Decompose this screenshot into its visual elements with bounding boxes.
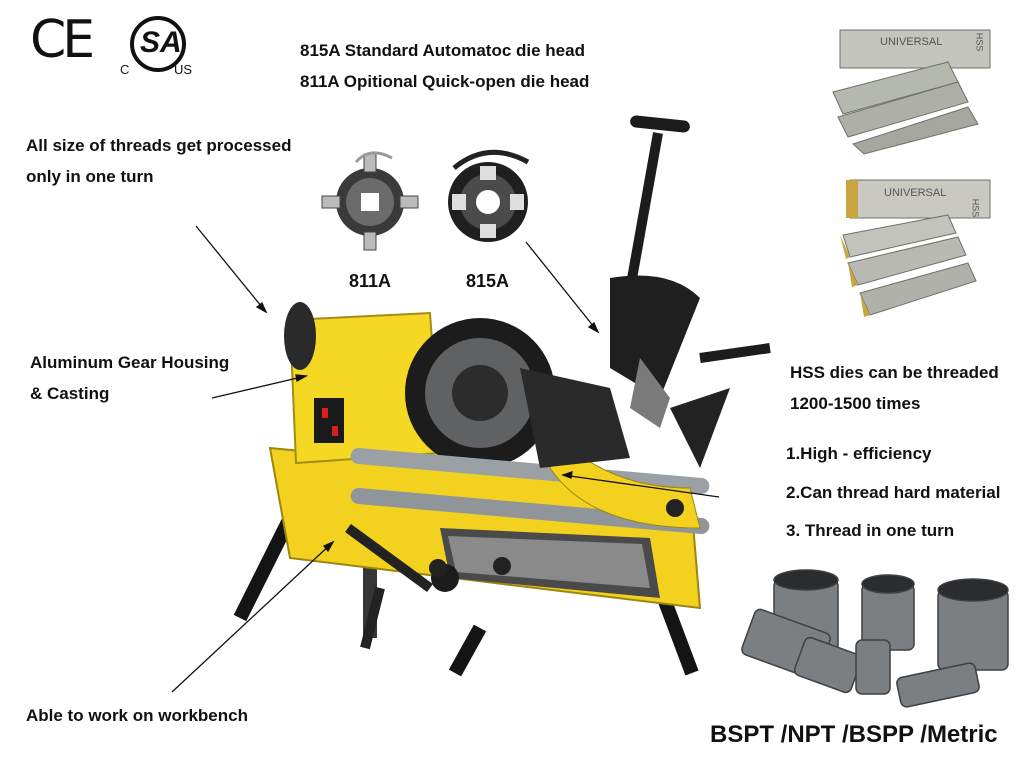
die-set-silver-grade: HSS <box>974 32 985 52</box>
die-set-gold-grade: HSS <box>970 198 981 218</box>
csa-mark-text: SA <box>140 26 182 59</box>
threads-note-line-2: only in one turn <box>26 167 154 186</box>
csa-mark-right: US <box>174 62 193 77</box>
feature-2: 2.Can thread hard material <box>786 483 1001 502</box>
feature-1: 1.High - efficiency <box>786 444 932 463</box>
threaded-pipe-samples <box>738 560 1018 710</box>
die-head-811a-label: 811A <box>349 271 392 291</box>
threads-note-line-1: All size of threads get processed <box>26 136 292 155</box>
housing-note-line-1: Aluminum Gear Housing <box>30 353 230 372</box>
thread-standards: BSPT /NPT /BSPP /Metric <box>710 721 998 748</box>
die-set-gold-icon <box>840 179 991 317</box>
die-set-silver: UNIVERSAL HSS <box>828 22 998 157</box>
csa-mark-left: C <box>120 62 130 77</box>
hss-note-line-1: HSS dies can be threaded <box>790 363 999 382</box>
die-head-811a <box>320 140 420 251</box>
die-head-815a-label: 815A <box>466 271 510 291</box>
die-set-gold: UNIVERSAL HSS <box>838 175 998 320</box>
threaded-pipes-icon <box>741 569 1009 708</box>
ce-mark: CE <box>30 10 95 70</box>
housing-note-line-2: & Casting <box>30 384 110 403</box>
die-set-gold-brand: UNIVERSAL <box>884 187 947 199</box>
die-head-815a <box>438 140 538 255</box>
die-set-silver-icon <box>832 29 991 155</box>
feature-3: 3. Thread in one turn <box>786 521 955 540</box>
die-set-silver-brand: UNIVERSAL <box>880 36 943 48</box>
pipe-threading-machine <box>230 108 790 678</box>
csa-logo-icon <box>130 16 186 72</box>
header-line-2: 811A Opitional Quick-open die head <box>300 72 590 91</box>
die-head-815a-icon <box>448 149 530 242</box>
csa-mark: SA C US <box>118 12 198 82</box>
die-head-811a-icon <box>321 151 419 251</box>
hss-note-line-2: 1200-1500 times <box>790 394 921 413</box>
header-line-1: 815A Standard Automatoc die head <box>300 41 585 60</box>
workbench-note: Able to work on workbench <box>26 706 248 725</box>
pipe-threading-machine-illustration <box>233 115 771 677</box>
